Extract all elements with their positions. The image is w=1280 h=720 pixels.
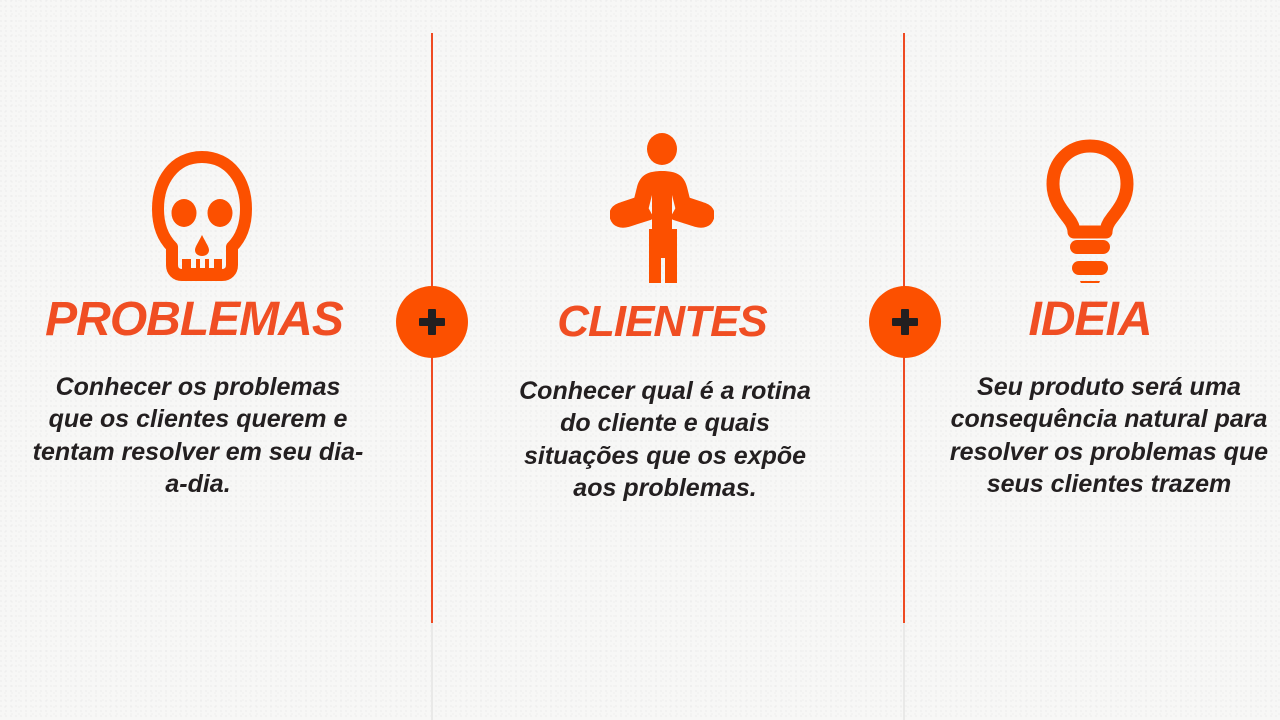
column-heading-ideia: IDEIA	[1028, 293, 1152, 346]
column-body-problemas: Conhecer os problemas que os clientes qu…	[32, 373, 364, 498]
column-heading-clientes: CLIENTES	[557, 297, 768, 346]
lightbulb-icon	[900, 133, 1280, 283]
plus-connector-2	[869, 286, 941, 358]
skull-icon	[2, 133, 402, 283]
divider-line-right-tail	[903, 623, 905, 720]
column-body-ideia: Seu produto será uma consequência natura…	[949, 373, 1269, 498]
column-heading-problemas: PROBLEMAS	[45, 293, 344, 346]
column-ideia: IDEIA Seu produto será uma consequência …	[900, 0, 1280, 720]
plus-icon	[419, 309, 445, 335]
column-clientes: CLIENTES Conhecer qual é a rotina do cli…	[462, 0, 862, 720]
column-body-clientes: Conhecer qual é a rotina do cliente e qu…	[519, 377, 811, 502]
person-shrug-icon	[462, 133, 862, 283]
plus-icon	[892, 309, 918, 335]
divider-line-left-tail	[431, 623, 433, 720]
plus-connector-1	[396, 286, 468, 358]
column-problemas: PROBLEMAS Conhecer os problemas que os c…	[0, 0, 400, 720]
